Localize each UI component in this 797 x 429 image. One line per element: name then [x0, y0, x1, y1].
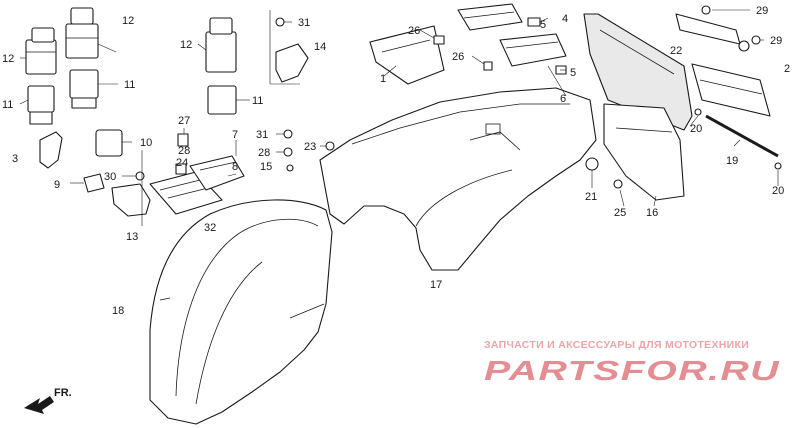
callout-labels: 12 12 12 11 11 11 3 10 9 30 13 27 24 32 … [2, 5, 790, 317]
bracket-14 [269, 10, 309, 85]
relay-holder-10 [95, 129, 123, 157]
callout-11: 11 [2, 99, 13, 111]
callout-31: 31 [298, 17, 310, 29]
callout-20: 20 [772, 185, 784, 197]
callout-28: 28 [178, 145, 190, 157]
callout-20: 20 [690, 123, 702, 135]
grommet-21 [585, 157, 599, 171]
callout-11: 11 [252, 95, 263, 107]
callout-12: 12 [122, 15, 134, 27]
relay-12-left [25, 27, 57, 75]
watermark: ЗАПЧАСТИ И АКСЕССУАРЫ ДЛЯ МОТОТЕХНИКИ PA… [484, 339, 780, 386]
clip-26b [483, 61, 493, 71]
control-unit-4 [457, 3, 523, 31]
clip-24 [175, 163, 187, 175]
bracket-1 [369, 25, 445, 85]
bolt-30 [135, 171, 145, 181]
callout-26: 26 [408, 25, 420, 37]
callout-7: 7 [232, 129, 238, 141]
callout-5: 5 [540, 19, 546, 31]
rear-fender-18 [149, 199, 333, 425]
fuse-box-7 [189, 155, 245, 191]
callout-17: 17 [430, 279, 442, 291]
callout-3: 3 [12, 153, 18, 165]
callout-29: 29 [756, 5, 768, 17]
bracket-13 [111, 183, 151, 217]
bracket-3 [39, 131, 63, 169]
inner-fender-17 [319, 87, 597, 271]
callout-29: 29 [770, 35, 782, 47]
callout-13: 13 [126, 231, 138, 243]
callout-8: 8 [232, 161, 238, 173]
callout-24: 24 [176, 157, 188, 169]
clip-9 [83, 173, 105, 193]
callout-22: 22 [670, 45, 682, 57]
callout-5: 5 [570, 67, 576, 79]
callout-26: 26 [452, 51, 464, 63]
watermark-caption: ЗАПЧАСТИ И АКСЕССУАРЫ ДЛЯ МОТОТЕХНИКИ [484, 339, 749, 351]
bolt-31 [283, 129, 293, 139]
callout-12: 12 [2, 53, 14, 65]
callout-6: 6 [560, 93, 566, 105]
screw-20a [694, 108, 702, 116]
tail-light-unit [691, 63, 771, 117]
callout-28: 28 [258, 147, 270, 159]
callout-25: 25 [614, 207, 626, 219]
nut-25 [613, 179, 623, 189]
screw-20b [774, 162, 782, 170]
callout-9: 9 [54, 179, 60, 191]
callout-32: 32 [204, 222, 216, 234]
callout-27: 27 [178, 115, 190, 127]
callout-15: 15 [260, 161, 272, 173]
direction-marker: FR. [24, 387, 72, 414]
callout-23: 23 [304, 141, 316, 153]
callout-19: 19 [726, 155, 738, 167]
callout-4: 4 [562, 13, 568, 25]
callout-11: 11 [124, 79, 135, 91]
callout-31: 31 [256, 129, 268, 141]
callout-16: 16 [646, 207, 658, 219]
leader-lines [19, 9, 779, 226]
watermark-logo: PARTSFOR.RU [484, 355, 780, 386]
clip-26a [433, 35, 445, 45]
callout-21: 21 [585, 191, 597, 203]
grommet-29a [701, 5, 711, 15]
tray-16 [603, 103, 685, 201]
callout-12: 12 [180, 39, 192, 51]
nut-15 [286, 164, 294, 172]
direction-label: FR. [54, 387, 72, 399]
callout-1: 1 [380, 73, 386, 85]
front-arrow-icon [24, 396, 54, 414]
grommet-29b [751, 35, 761, 45]
relay-12-right [205, 17, 237, 73]
control-unit-6 [499, 33, 567, 67]
callout-18: 18 [112, 305, 124, 317]
grommet-28 [283, 147, 293, 157]
strap-19 [705, 114, 779, 158]
callout-14: 14 [314, 41, 326, 53]
callout-2: 2 [784, 63, 790, 75]
clip-5a [527, 17, 541, 27]
screw-23 [325, 141, 335, 151]
relay-11-right [207, 85, 237, 115]
relay-12-middle [65, 7, 99, 59]
clip-27 [177, 133, 189, 147]
callout-30: 30 [104, 171, 116, 183]
license-bracket-22 [675, 13, 750, 52]
relay-11-left [27, 85, 55, 125]
relay-11-middle [69, 69, 99, 109]
callout-10: 10 [140, 137, 152, 149]
side-cover-2 [583, 13, 693, 131]
